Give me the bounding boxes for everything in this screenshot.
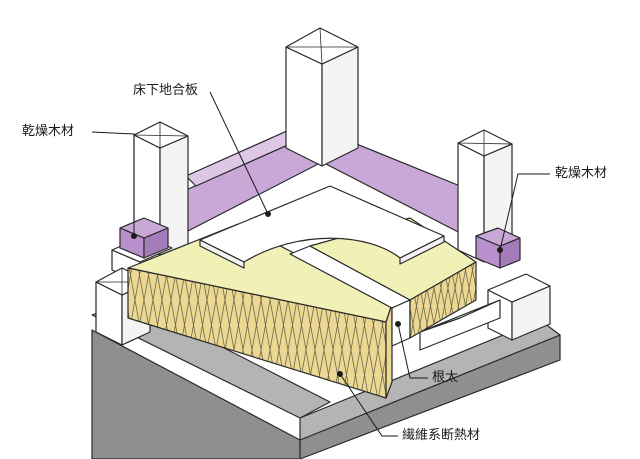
right-sill-top <box>419 299 501 333</box>
label-joist: 根太 <box>432 370 459 385</box>
leader-line-plywood <box>209 91 269 215</box>
leader-line-insulation <box>339 373 398 437</box>
insulation-left-end <box>385 303 393 399</box>
leader-dot-joist <box>395 321 401 327</box>
back-post-front <box>285 46 323 167</box>
front-right-post-top <box>487 273 551 303</box>
back-post-cap-mark <box>286 27 358 65</box>
dry-wood-block-right-top <box>475 227 521 247</box>
subfloor-plywood-edge <box>199 239 245 269</box>
label-dry-wood-left: 乾燥木材 <box>22 124 75 139</box>
right-post-cap-mark <box>457 130 513 156</box>
foundation-left-front <box>91 329 301 459</box>
leader-dot-plywood <box>265 211 271 217</box>
back-post-side <box>321 46 359 167</box>
leader-line-joist <box>397 323 428 379</box>
leader-dot-dry-wood-left <box>131 233 137 239</box>
leader-lines <box>91 91 550 437</box>
label-subfloor-plywood: 床下地合板 <box>133 83 199 98</box>
right-post-top <box>457 129 513 157</box>
leader-dot-dry-wood-right <box>497 247 503 253</box>
label-fiber-insulation: 繊維系断熱材 <box>402 428 481 443</box>
left-post-cap-mark <box>133 122 189 148</box>
leader-dot-insulation <box>337 371 343 377</box>
leader-line-dry-wood-left <box>91 131 135 236</box>
foundation-right-top <box>299 319 561 441</box>
label-dry-wood-right: 乾燥木材 <box>555 166 608 181</box>
insulation-right-front <box>409 261 477 339</box>
subfloor-plywood-edge-right <box>399 235 445 265</box>
leader-line-dry-wood-right <box>499 173 550 251</box>
